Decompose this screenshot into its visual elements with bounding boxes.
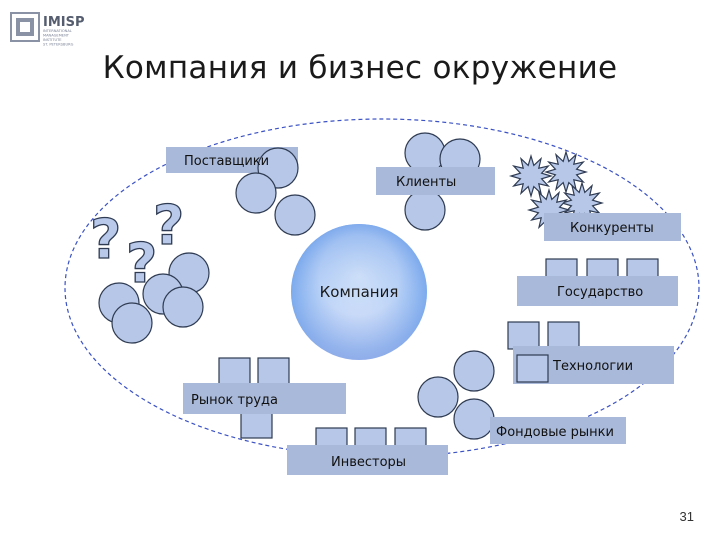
- imisp-logo: IMISP INTERNATIONAL MANAGEMENT INSTITUTE…: [10, 12, 90, 56]
- competitors-text: Конкуренты: [570, 221, 654, 236]
- stock-circle: [417, 376, 459, 418]
- technology-square: [507, 321, 540, 350]
- technology-square: [547, 321, 580, 350]
- question-marks: ? ? ?: [89, 193, 185, 295]
- client-circle: [404, 189, 446, 231]
- supplier-circles: [235, 147, 316, 236]
- question-mark-icon: ?: [153, 194, 184, 257]
- investors-text: Инвесторы: [331, 455, 407, 470]
- logo-subtitle-line: ST. PETERSBURG: [43, 43, 74, 47]
- stock-circle: [453, 350, 495, 392]
- government-text: Государство: [557, 285, 644, 300]
- logo-subtitle-line: INTERNATIONAL: [43, 29, 72, 33]
- label-labor-market: Рынок труда: [183, 383, 346, 414]
- label-government: Государство: [517, 276, 678, 306]
- supplier-circle: [274, 194, 316, 236]
- technology-squares: [507, 321, 580, 350]
- stock-markets-text: Фондовые рынки: [496, 425, 614, 440]
- competitor-star-icon: [508, 153, 554, 199]
- technologies-text: Технологии: [553, 359, 634, 374]
- labor-squares: [218, 357, 290, 439]
- label-stock-markets: Фондовые рынки: [490, 417, 626, 444]
- company-label: Компания: [320, 283, 399, 301]
- logo-subtitle-line: INSTITUTE: [43, 38, 62, 42]
- labor-square: [240, 410, 273, 439]
- label-clients: Клиенты: [376, 167, 495, 195]
- label-suppliers: Поставщики: [166, 147, 298, 173]
- labor-square: [218, 357, 251, 386]
- supplier-circle: [235, 172, 277, 214]
- clients-text: Клиенты: [396, 175, 457, 190]
- question-mark-icon: ?: [126, 232, 157, 295]
- labor-square: [257, 357, 290, 386]
- label-investors: Инвесторы: [287, 445, 448, 475]
- labor-market-text: Рынок труда: [191, 393, 279, 408]
- imisp-logo-mark: IMISP INTERNATIONAL MANAGEMENT INSTITUTE…: [10, 12, 85, 47]
- logo-text: IMISP: [43, 15, 85, 30]
- page-number: 31: [679, 509, 694, 524]
- question-mark-icon: ?: [90, 208, 121, 271]
- unknown-circles: [98, 252, 210, 344]
- slide-title: Компания и бизнес окружение: [102, 50, 618, 86]
- label-competitors: Конкуренты: [544, 213, 681, 241]
- unknown-circle: [162, 286, 204, 328]
- logo-subtitle-line: MANAGEMENT: [43, 34, 70, 38]
- competitor-star-icon: [543, 149, 589, 195]
- stock-circle: [453, 398, 495, 440]
- unknown-circle: [111, 302, 153, 344]
- competitor-stars: [508, 149, 605, 233]
- environment-boundary: [64, 118, 700, 458]
- suppliers-text: Поставщики: [184, 154, 270, 169]
- stock-market-circles: [417, 350, 495, 440]
- label-technologies: Технологии: [513, 346, 674, 384]
